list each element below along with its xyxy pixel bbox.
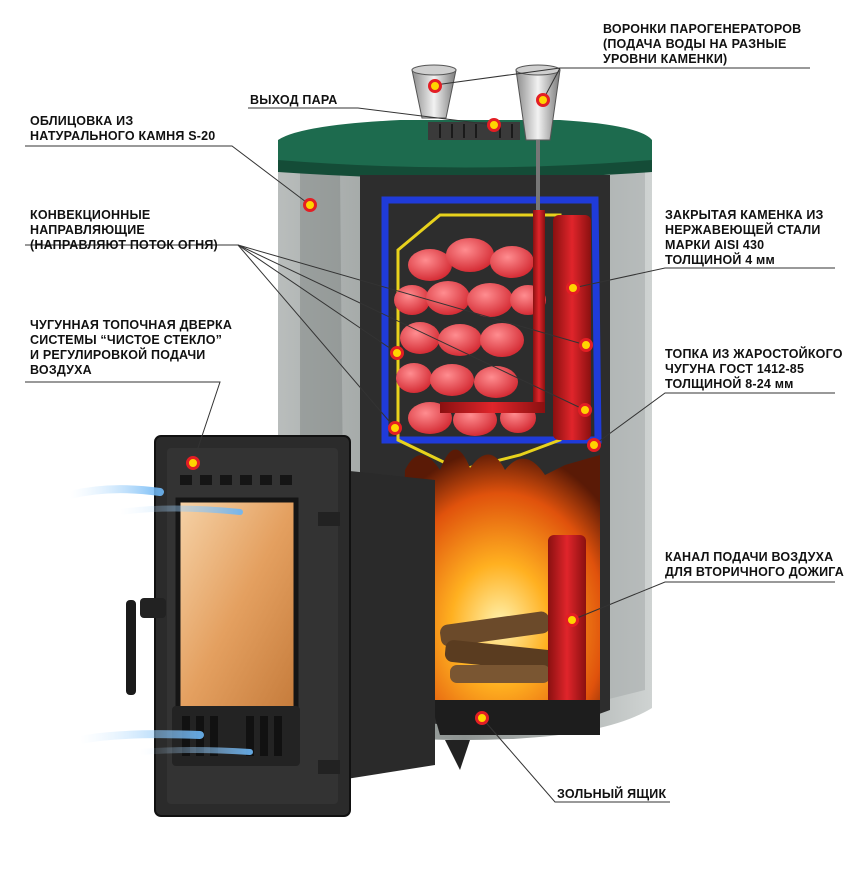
label-closed-heater-line1: ЗАКРЫТАЯ КАМЕНКА ИЗ — [665, 208, 824, 222]
label-air-channel-line1: КАНАЛ ПОДАЧИ ВОЗДУХА — [665, 550, 834, 564]
label-convection-line3: (НАПРАВЛЯЮТ ПОТОК ОГНЯ) — [30, 238, 218, 252]
label-closed-heater-line2: НЕРЖАВЕЮЩЕЙ СТАЛИ — [665, 223, 821, 237]
steam-funnels — [411, 64, 561, 210]
label-door: ЧУГУННАЯ ТОПОЧНАЯ ДВЕРКА СИСТЕМЫ “ЧИСТОЕ… — [30, 318, 232, 378]
label-ash-box: ЗОЛЬНЫЙ ЯЩИК — [557, 787, 666, 802]
label-stone-cladding-line1: ОБЛИЦОВКА ИЗ — [30, 114, 134, 128]
firebox-door — [154, 435, 351, 817]
label-door-line4: ВОЗДУХА — [30, 363, 92, 377]
label-air-channel-line2: ДЛЯ ВТОРИЧНОГО ДОЖИГА — [665, 565, 844, 579]
ash-box-shape — [430, 700, 600, 735]
label-funnels-line2: (ПОДАЧА ВОДЫ НА РАЗНЫЕ — [603, 37, 787, 51]
label-ash-box-line1: ЗОЛЬНЫЙ ЯЩИК — [557, 787, 667, 801]
steam-pipe-vertical — [533, 210, 545, 410]
label-door-line2: СИСТЕМЫ “ЧИСТОЕ СТЕКЛО” — [30, 333, 223, 347]
label-firebox-line1: ТОПКА ИЗ ЖАРОСТОЙКОГО — [665, 347, 843, 361]
label-stone-cladding-line2: НАТУРАЛЬНОГО КАМНЯ S-20 — [30, 129, 216, 143]
label-air-channel: КАНАЛ ПОДАЧИ ВОЗДУХА ДЛЯ ВТОРИЧНОГО ДОЖИ… — [665, 550, 844, 580]
label-convection: КОНВЕКЦИОННЫЕ НАПРАВЛЯЮЩИЕ (НАПРАВЛЯЮТ П… — [30, 208, 218, 253]
door-handle — [126, 598, 166, 695]
label-convection-line1: КОНВЕКЦИОННЫЕ — [30, 208, 151, 222]
label-door-line1: ЧУГУННАЯ ТОПОЧНАЯ ДВЕРКА — [30, 318, 233, 332]
firewood — [440, 611, 561, 683]
label-firebox: ТОПКА ИЗ ЖАРОСТОЙКОГО ЧУГУНА ГОСТ 1412-8… — [665, 347, 843, 392]
door-tunnel — [340, 470, 435, 780]
top-stone-plate — [278, 120, 652, 168]
label-steam-outlet-line1: ВЫХОД ПАРА — [250, 93, 338, 107]
label-firebox-line3: ТОЛЩИНОЙ 8-24 мм — [665, 377, 794, 391]
label-stone-cladding: ОБЛИЦОВКА ИЗ НАТУРАЛЬНОГО КАМНЯ S-20 — [30, 114, 215, 144]
label-funnels: ВОРОНКИ ПАРОГЕНЕРАТОРОВ (ПОДАЧА ВОДЫ НА … — [603, 22, 801, 67]
right-flue-pipe — [553, 215, 591, 440]
label-steam-outlet: ВЫХОД ПАРА — [250, 93, 338, 108]
label-door-line3: И РЕГУЛИРОВКОЙ ПОДАЧИ — [30, 348, 206, 362]
steam-pipe-horizontal — [440, 402, 545, 413]
leader-lines — [25, 67, 835, 803]
label-convection-line2: НАПРАВЛЯЮЩИЕ — [30, 223, 145, 237]
label-firebox-line2: ЧУГУНА ГОСТ 1412-85 — [665, 362, 805, 376]
air-flow-arrows — [66, 485, 253, 755]
steam-outlet-grill — [428, 122, 520, 140]
heater-inner-frame — [396, 213, 562, 472]
label-funnels-line3: УРОВНИ КАМЕНКИ) — [603, 52, 728, 66]
label-closed-heater-line4: ТОЛЩИНОЙ 4 мм — [665, 253, 775, 267]
label-closed-heater: ЗАКРЫТАЯ КАМЕНКА ИЗ НЕРЖАВЕЮЩЕЙ СТАЛИ МА… — [665, 208, 824, 268]
label-closed-heater-line3: МАРКИ AISI 430 — [665, 238, 765, 252]
label-funnels-line1: ВОРОНКИ ПАРОГЕНЕРАТОРОВ — [603, 22, 802, 36]
callout-markers — [186, 79, 601, 725]
